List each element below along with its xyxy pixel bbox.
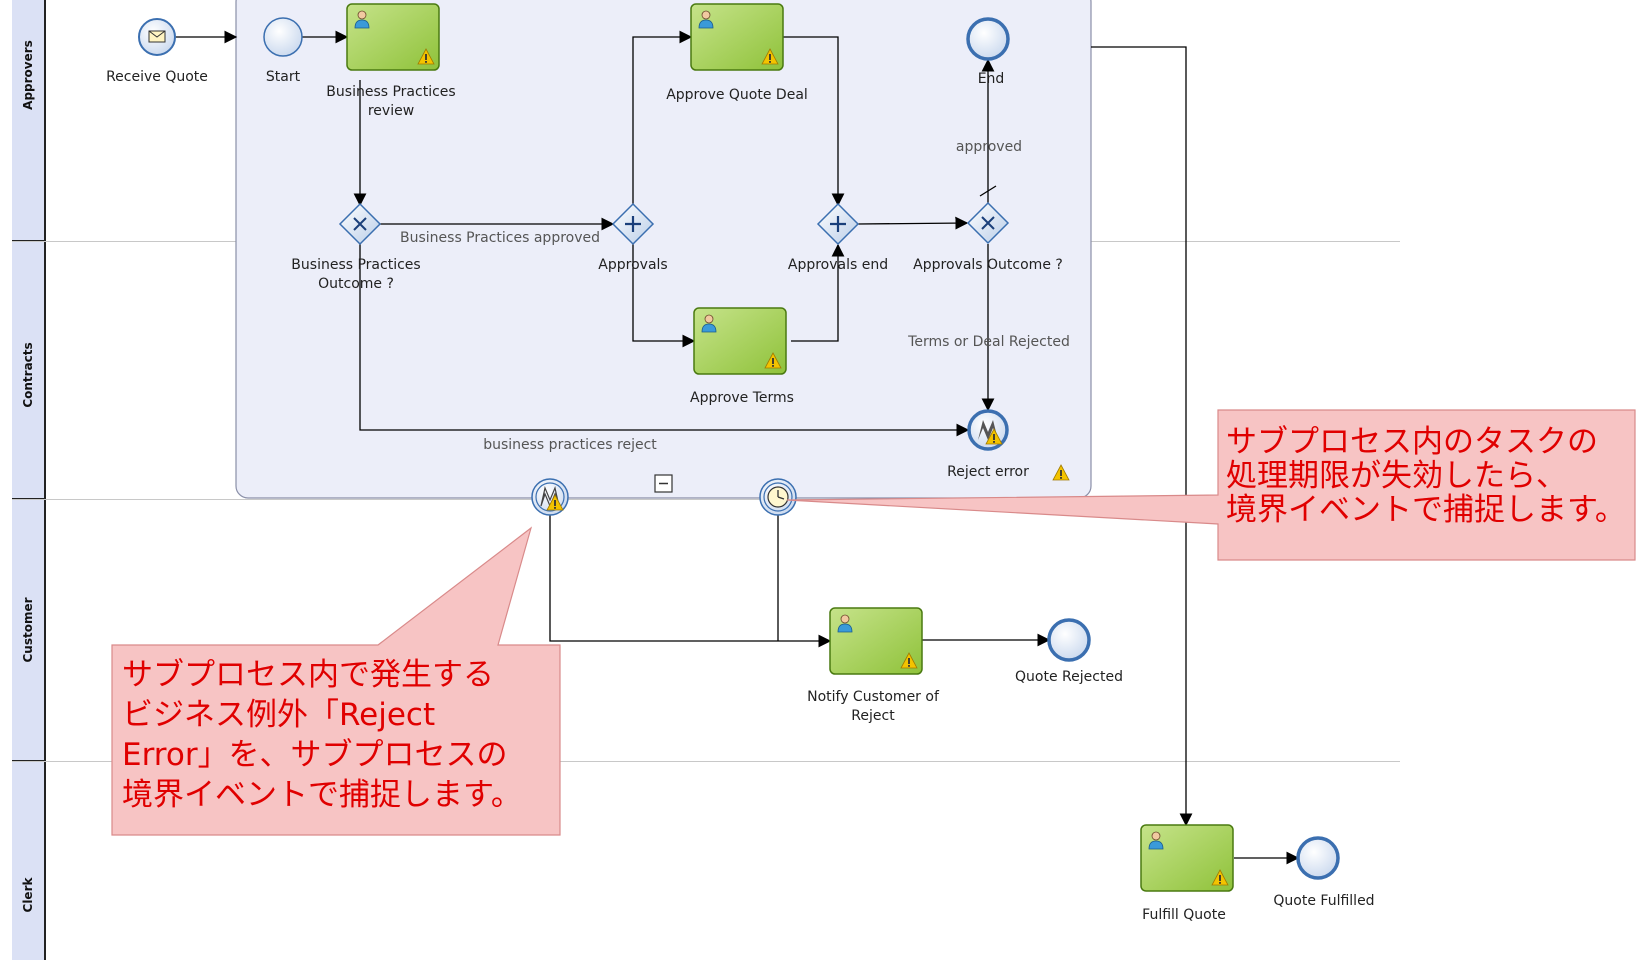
lane-separator (12, 761, 1400, 762)
quote-fulfilled-label: Quote Fulfilled (1273, 893, 1375, 909)
end-label: End (977, 71, 1005, 87)
error-callout-shape (111, 526, 561, 836)
error-callout-line-3: Error」を、サブプロセスの (122, 737, 508, 773)
flow-label-bp-approved: Business Practices approved (400, 230, 600, 246)
approvals-label: Approvals (598, 257, 668, 273)
exclusive-gateway-bp-outcome[interactable] (338, 202, 382, 246)
timer-callout-line-1: サブプロセス内のタスクの (1226, 424, 1598, 460)
flow-label-approved: approved (955, 139, 1023, 155)
timer-boundary-event[interactable] (759, 478, 797, 516)
error-callout-line-2: ビジネス例外「Reject (122, 697, 436, 733)
task-approve-terms[interactable] (693, 307, 787, 375)
approvals-outcome-label: Approvals Outcome ? (913, 257, 1063, 273)
error-callout-line-4: 境界イベントで捕捉します。 (122, 777, 522, 813)
timer-callout-shape (786, 409, 1636, 561)
parallel-gateway-approvals[interactable] (611, 202, 655, 246)
reject-error-end-event[interactable] (967, 409, 1009, 451)
task-business-practices-review[interactable] (346, 3, 440, 71)
quote-rejected-label: Quote Rejected (1015, 669, 1123, 685)
bp-review-label-2: review (367, 103, 415, 119)
error-callout-line-1: サブプロセス内で発生する (122, 657, 494, 693)
notify-customer-label-1: Notify Customer of (807, 689, 939, 705)
approvals-end-label: Approvals end (787, 257, 889, 273)
timer-callout-line-2: 処理期限が失効したら、 (1226, 458, 1567, 494)
bp-review-label-1: Business Practices (326, 84, 456, 100)
start-label: Start (265, 69, 301, 85)
subprocess-container[interactable] (235, 0, 1092, 499)
end-event[interactable] (966, 17, 1010, 61)
bp-outcome-label-1: Business Practices (291, 257, 421, 273)
task-notify-customer[interactable] (829, 607, 923, 675)
reject-error-label: Reject error (947, 464, 1029, 480)
task-approve-quote-deal[interactable] (690, 3, 784, 71)
error-boundary-event[interactable] (531, 478, 569, 516)
receive-quote-label: Receive Quote (106, 69, 208, 85)
approve-terms-label: Approve Terms (690, 390, 794, 406)
start-event[interactable] (263, 17, 303, 57)
timer-callout-line-3: 境界イベントで捕捉します。 (1226, 492, 1626, 528)
flow-label-bp-reject: business practices reject (483, 437, 657, 453)
lane-separator (12, 499, 1400, 500)
fulfill-quote-label: Fulfill Quote (1142, 907, 1226, 923)
lane-header-bar (12, 0, 46, 960)
approve-quote-deal-label: Approve Quote Deal (666, 87, 808, 103)
quote-fulfilled-end-event[interactable] (1296, 836, 1340, 880)
flow-label-terms-rejected: Terms or Deal Rejected (908, 334, 1070, 350)
receive-quote-event[interactable] (138, 18, 176, 56)
exclusive-gateway-approvals-outcome[interactable] (966, 201, 1010, 245)
quote-rejected-end-event[interactable] (1047, 618, 1091, 662)
task-fulfill-quote[interactable] (1140, 824, 1234, 892)
sequence-flows (176, 30, 1300, 865)
bp-outcome-label-2: Outcome ? (318, 276, 394, 292)
collapse-icon[interactable] (654, 474, 673, 493)
notify-customer-label-2: Reject (851, 708, 895, 724)
parallel-gateway-approvals-end[interactable] (816, 202, 860, 246)
